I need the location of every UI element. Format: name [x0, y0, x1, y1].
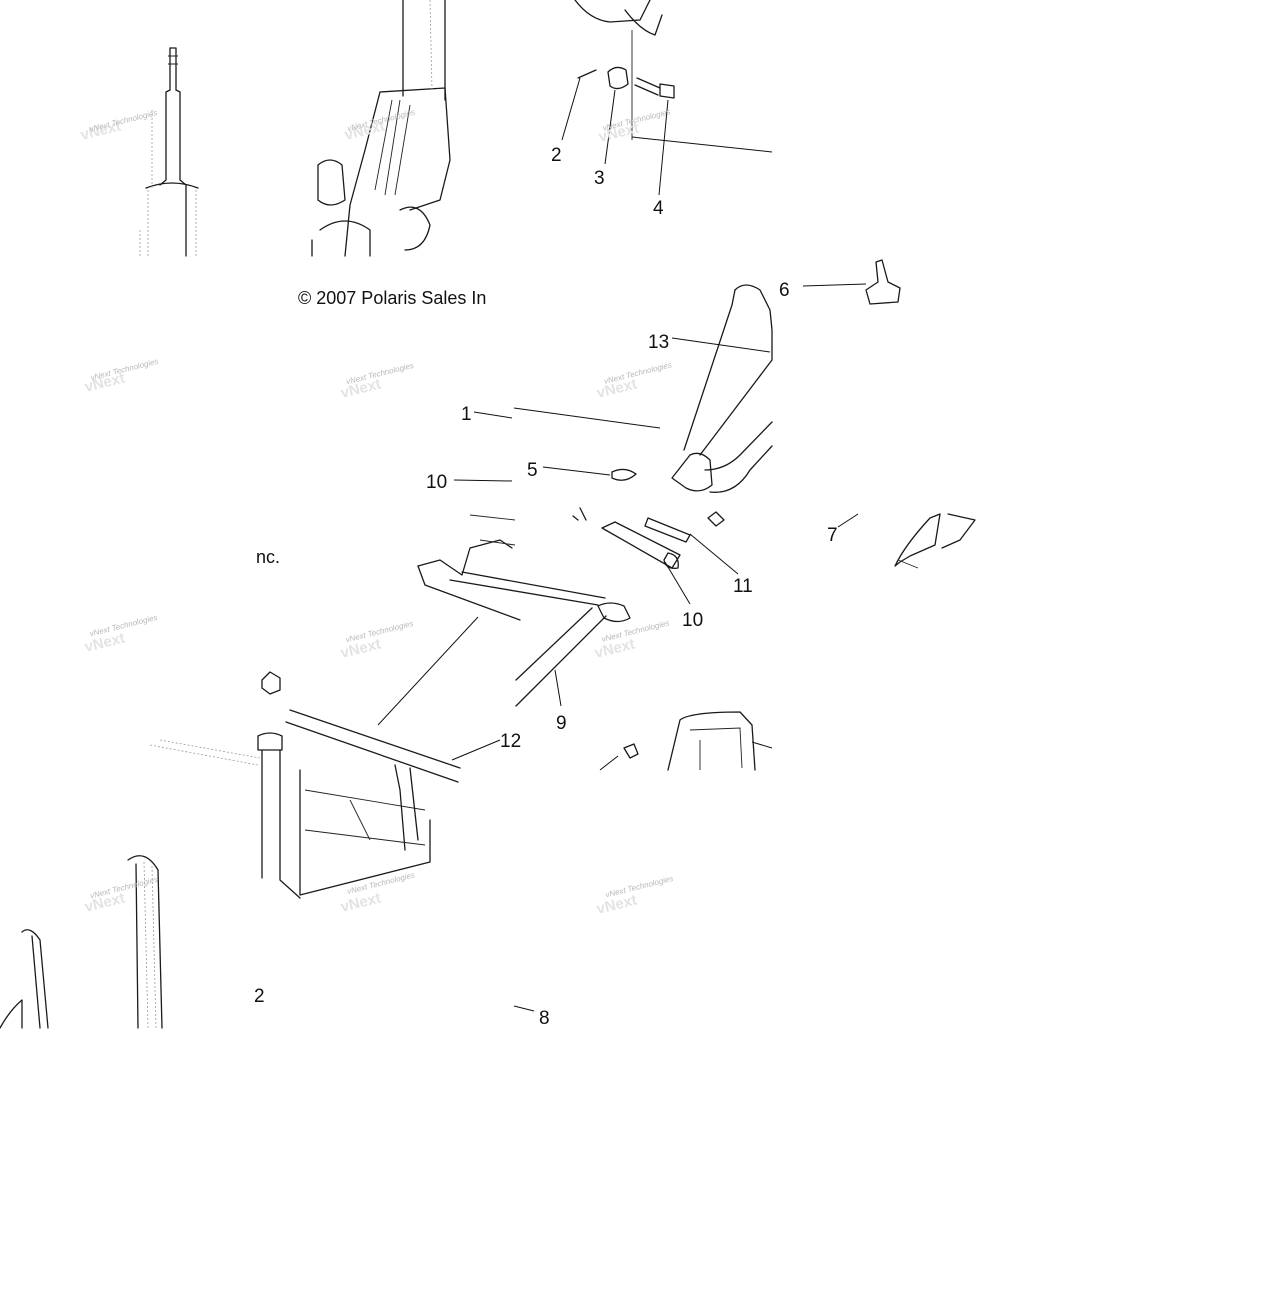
callout-4: 4 — [653, 198, 664, 219]
a-arm-drawing — [572, 259, 901, 569]
chassis-drawing — [149, 514, 756, 899]
steering-post-drawing — [311, 0, 451, 257]
callout-12: 12 — [500, 731, 521, 752]
watermark-text: vNext Technologies — [89, 108, 159, 134]
callout-3: 3 — [594, 168, 605, 189]
hardware-drawing — [574, 0, 675, 140]
callout-13: 13 — [648, 332, 669, 353]
watermarks: vNext vNext Technologies vNext vNext Tec… — [79, 107, 675, 918]
leader-lines — [377, 77, 867, 1012]
callout-10-upper: 10 — [426, 472, 447, 493]
copyright-text: © 2007 Polaris Sales In — [298, 288, 486, 308]
callout-10-lower: 10 — [682, 610, 703, 631]
tube-drawing — [0, 855, 163, 1029]
callout-8: 8 — [539, 1008, 550, 1029]
callout-11: 11 — [733, 576, 753, 597]
callout-labels: 2 3 4 6 13 1 5 10 7 11 10 9 12 2 8 — [254, 145, 838, 1029]
callout-6: 6 — [779, 280, 790, 301]
callout-5: 5 — [527, 460, 538, 481]
watermark-text: vNext Technologies — [605, 874, 675, 900]
callout-2-lower: 2 — [254, 986, 265, 1007]
watermark-text: vNext Technologies — [601, 618, 671, 644]
shock-absorber-drawing — [139, 47, 199, 257]
copyright-fragment: nc. — [256, 547, 280, 567]
callout-1: 1 — [461, 404, 472, 425]
callout-2: 2 — [551, 145, 562, 166]
bracket-drawing — [894, 513, 976, 569]
svg-text:vNext: vNext — [339, 890, 383, 916]
watermark-text: vNext Technologies — [603, 360, 673, 386]
callout-7: 7 — [827, 525, 838, 546]
callout-9: 9 — [556, 713, 567, 734]
